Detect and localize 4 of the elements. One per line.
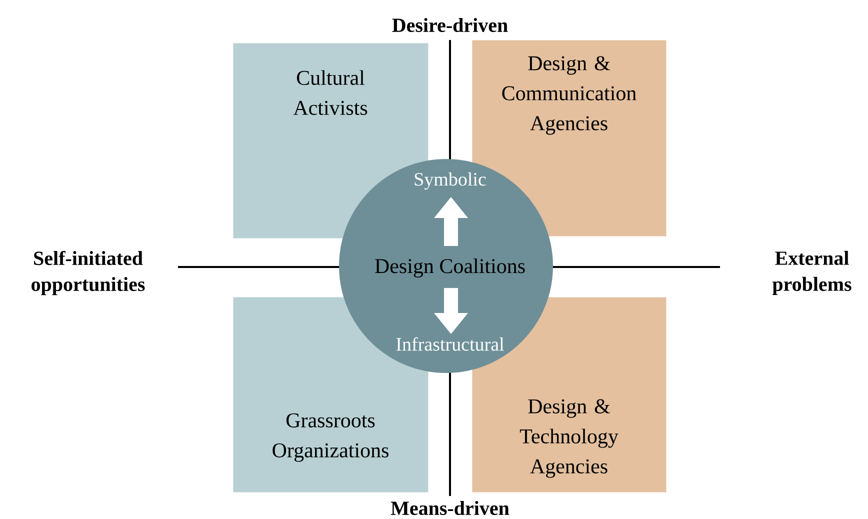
- axis-label: Self-initiated opportunities: [32, 250, 145, 296]
- axis-label: Means-driven: [390, 500, 510, 516]
- axis-label: External problems: [772, 250, 852, 296]
- axis-label: Desire-driven: [392, 18, 508, 32]
